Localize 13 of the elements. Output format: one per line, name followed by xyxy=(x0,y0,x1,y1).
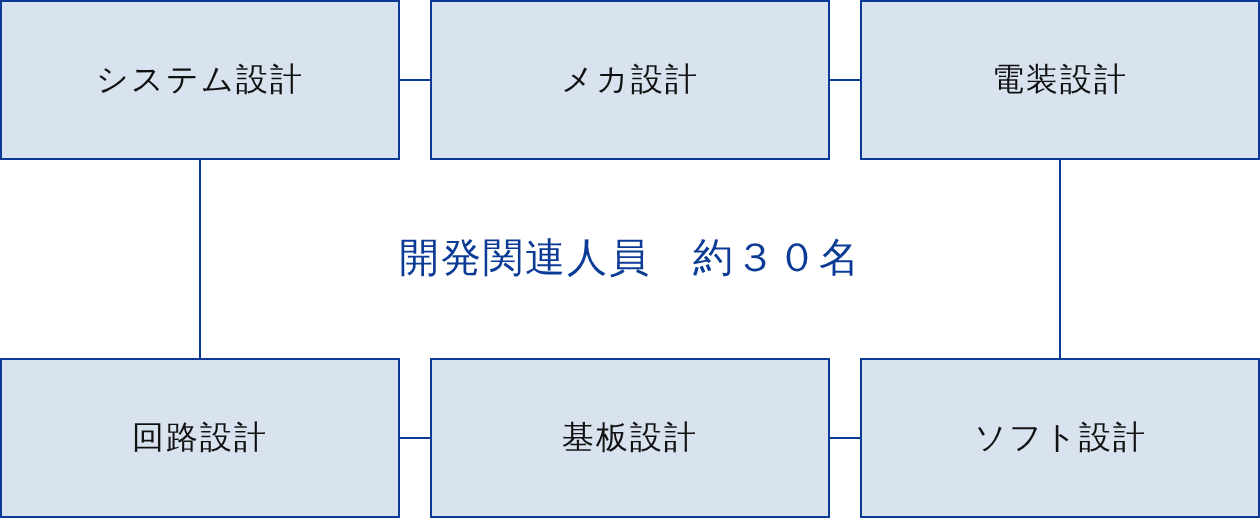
process-box: 基板設計 xyxy=(430,358,830,518)
connector-line xyxy=(399,79,431,81)
process-box: 回路設計 xyxy=(0,358,400,518)
connector-line xyxy=(829,79,861,81)
connector-line xyxy=(829,437,861,439)
process-box: メカ設計 xyxy=(430,0,830,160)
connector-line xyxy=(1059,159,1061,359)
process-box: システム設計 xyxy=(0,0,400,160)
connector-line xyxy=(399,437,431,439)
process-box: ソフト設計 xyxy=(860,358,1260,518)
connector-line xyxy=(199,159,201,359)
process-box: 電装設計 xyxy=(860,0,1260,160)
heading-text: 開発関連人員 約３０名 xyxy=(399,234,861,280)
